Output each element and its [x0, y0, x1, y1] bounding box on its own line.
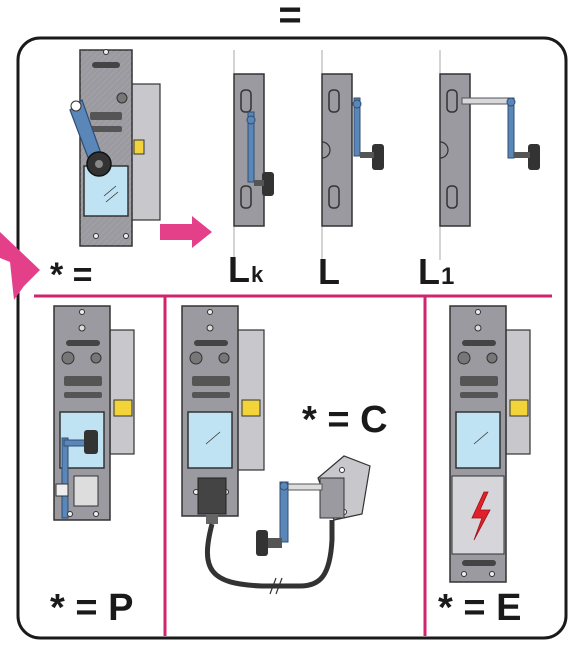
option-e-illustration — [449, 305, 531, 583]
option-p-illustration — [53, 305, 135, 521]
top-left-label: * = — [50, 256, 93, 294]
variant-arrow-icon — [160, 216, 212, 248]
variant-lk-illustration — [233, 50, 274, 260]
variant-lk-label: Lk — [228, 249, 264, 290]
variant-l-illustration — [321, 50, 384, 260]
variant-l1-illustration — [439, 50, 540, 260]
variant-l1-label: L1 — [418, 251, 454, 292]
option-c-label: * = C — [302, 399, 388, 441]
option-e-label: * = E — [438, 587, 521, 629]
option-c-illustration — [181, 305, 371, 595]
header-equals-symbol: = — [278, 0, 301, 37]
entry-arrow-icon — [0, 232, 40, 300]
main-switch-illustration — [69, 49, 161, 247]
variant-l-label: L — [318, 251, 340, 292]
electric-spark-icon — [471, 491, 491, 541]
diagram-frame — [16, 36, 568, 640]
option-p-label: * = P — [50, 587, 133, 629]
